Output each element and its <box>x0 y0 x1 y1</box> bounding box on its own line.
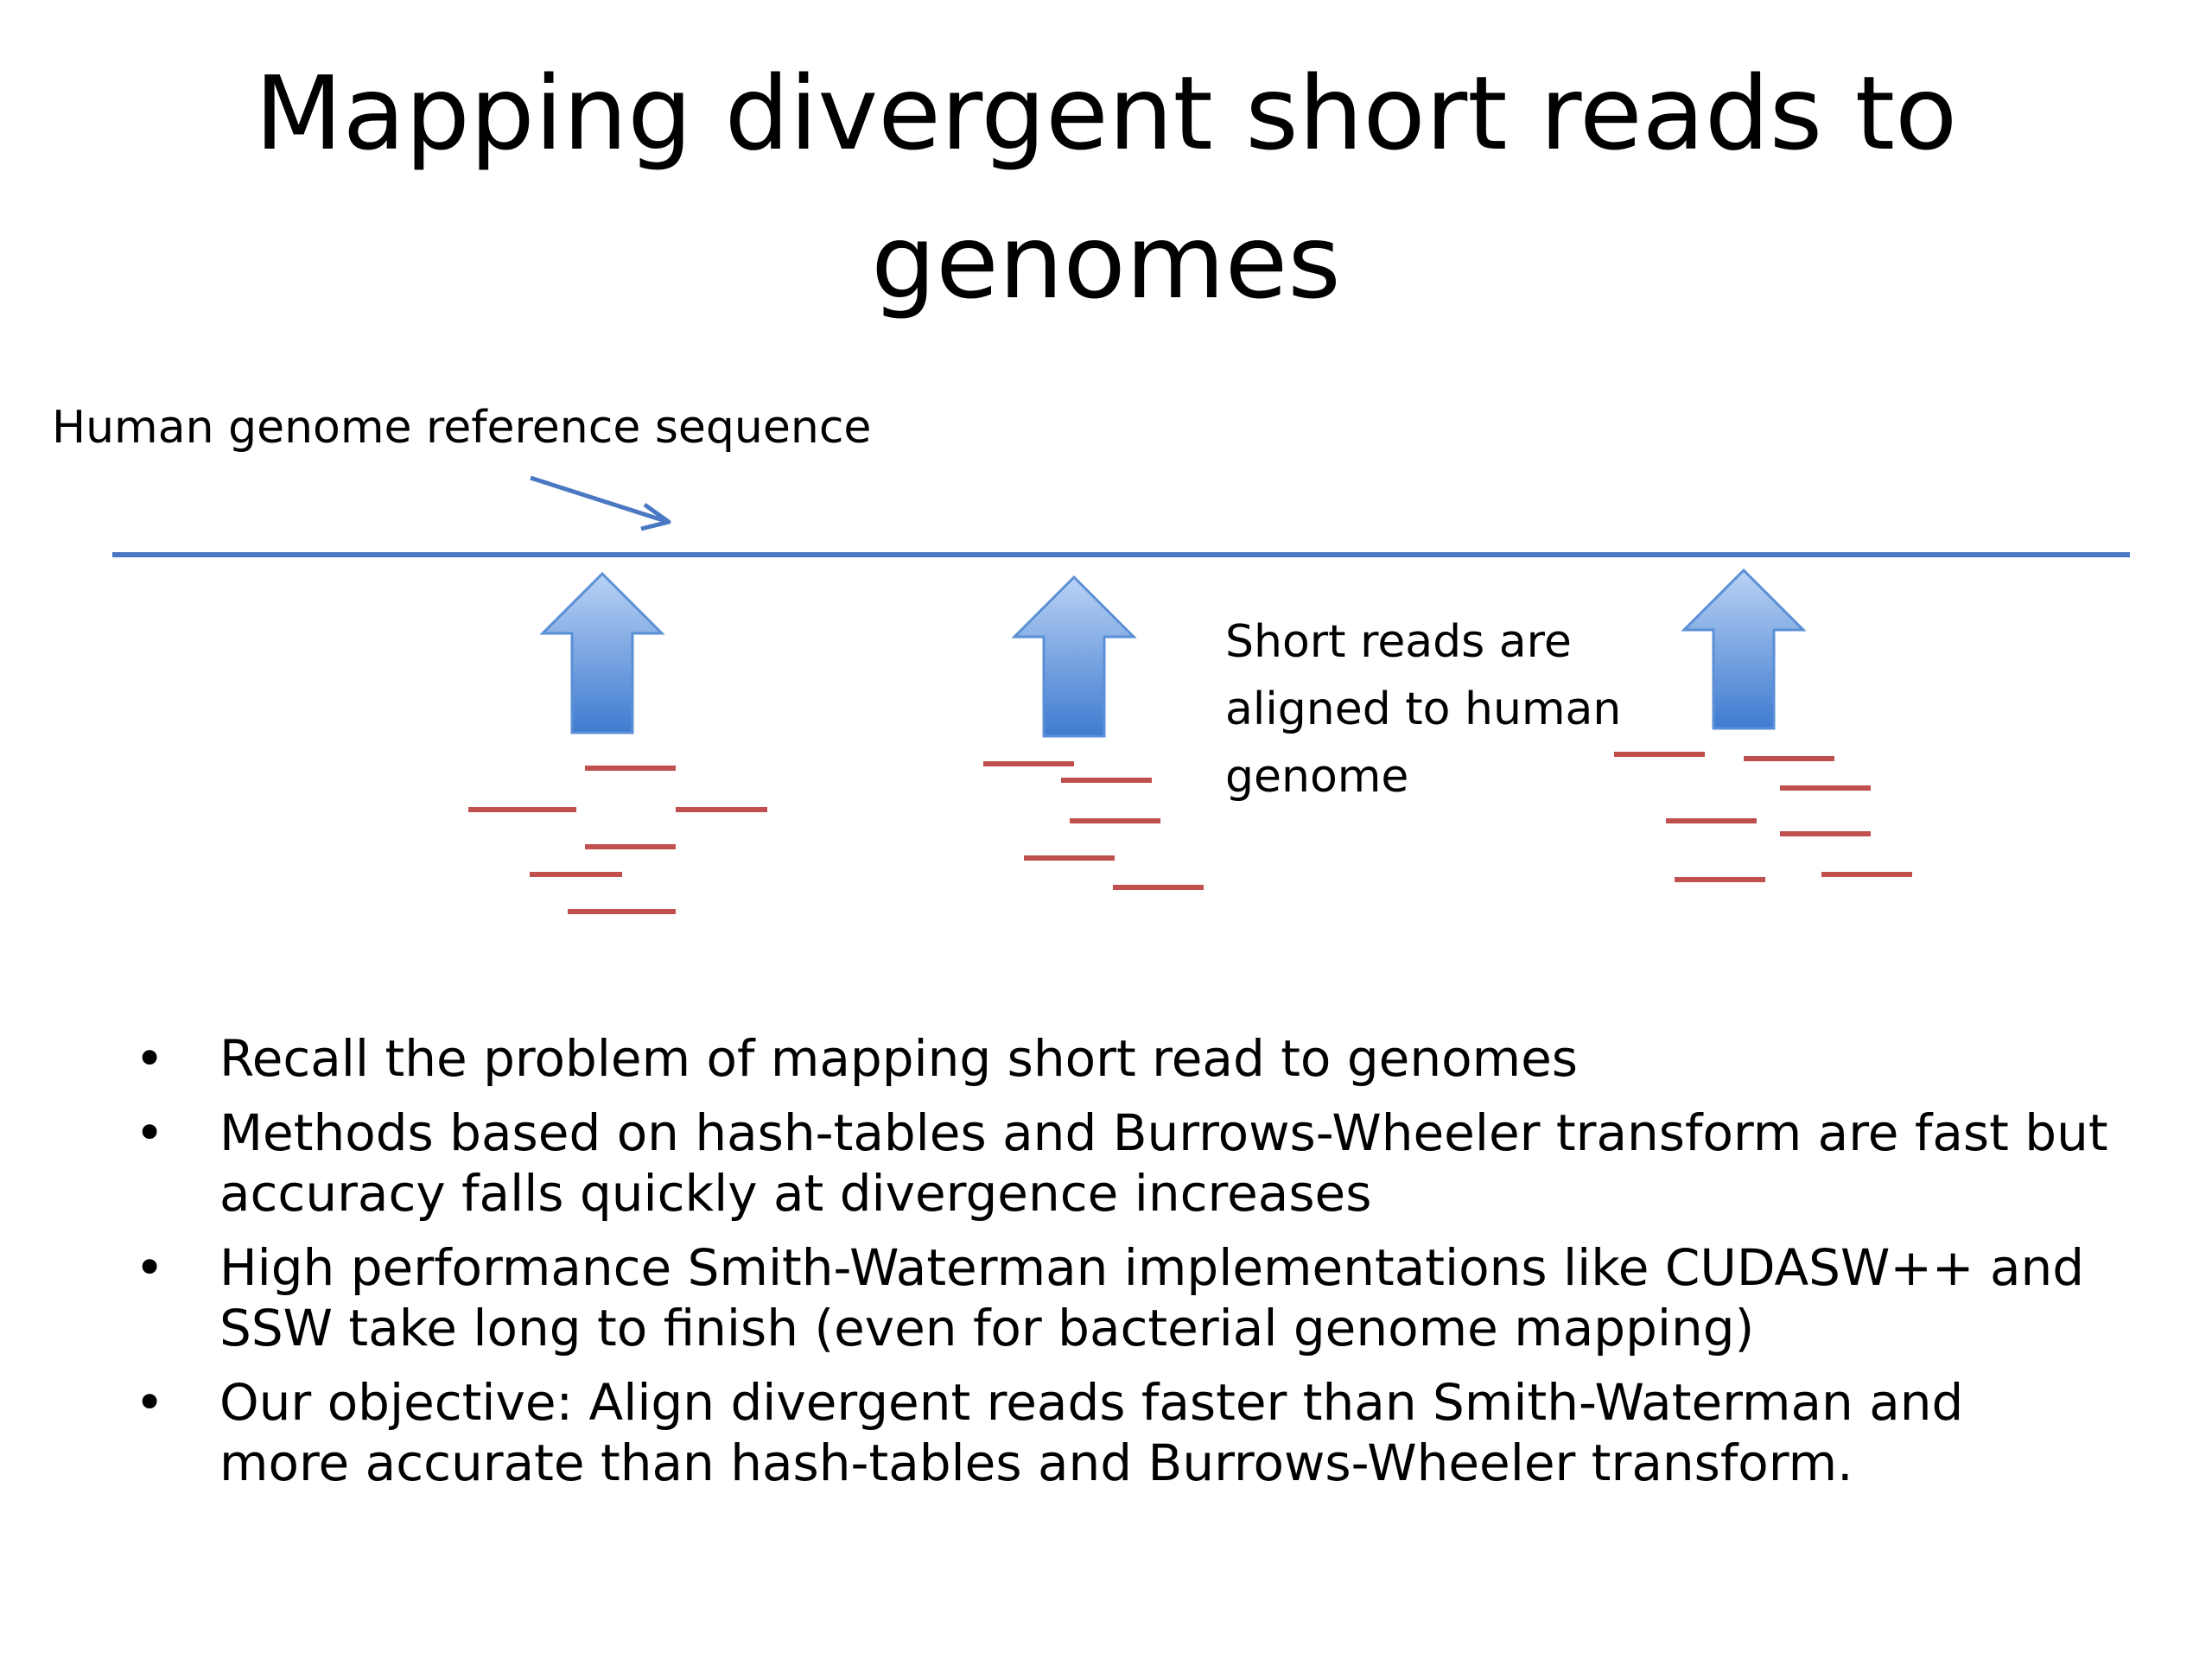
up-arrow-1 <box>539 571 665 734</box>
up-arrow-3 <box>1681 568 1807 730</box>
reads-cluster-3 <box>1614 752 1912 882</box>
bullet-item: • Methods based on hash-tables and Burro… <box>130 1103 2108 1224</box>
bullet-marker: • <box>135 1373 165 1432</box>
reads-note-line: genome <box>1225 751 1408 803</box>
bullet-text: High performance Smith-Waterman implemen… <box>219 1238 2085 1357</box>
reads-note-line: aligned to human <box>1225 683 1621 735</box>
up-arrow-2 <box>1011 575 1137 738</box>
bullet-item: • High performance Smith-Waterman implem… <box>130 1237 2108 1358</box>
reads-cluster-1 <box>468 766 767 914</box>
bullet-list: • Recall the problem of mapping short re… <box>130 1028 2108 1507</box>
bullet-item: • Recall the problem of mapping short re… <box>130 1028 2108 1089</box>
reference-label: Human genome reference sequence <box>52 402 871 454</box>
bullet-marker: • <box>135 1103 165 1162</box>
bullet-marker: • <box>135 1029 165 1088</box>
reads-cluster-2 <box>983 761 1204 890</box>
bullet-item: • Our objective: Align divergent reads f… <box>130 1372 2108 1493</box>
bullet-marker: • <box>135 1238 165 1297</box>
bullet-text: Methods based on hash-tables and Burrows… <box>219 1103 2108 1223</box>
bullet-text: Our objective: Align divergent reads fas… <box>219 1373 1964 1492</box>
reads-note: Short reads are aligned to human genome <box>1225 616 1636 803</box>
pointer-arrow <box>530 475 671 531</box>
reads-note-line: Short reads are <box>1225 616 1572 668</box>
bullet-text: Recall the problem of mapping short read… <box>219 1029 1579 1088</box>
slide-title: Mapping divergent short reads to genomes <box>254 54 1958 321</box>
